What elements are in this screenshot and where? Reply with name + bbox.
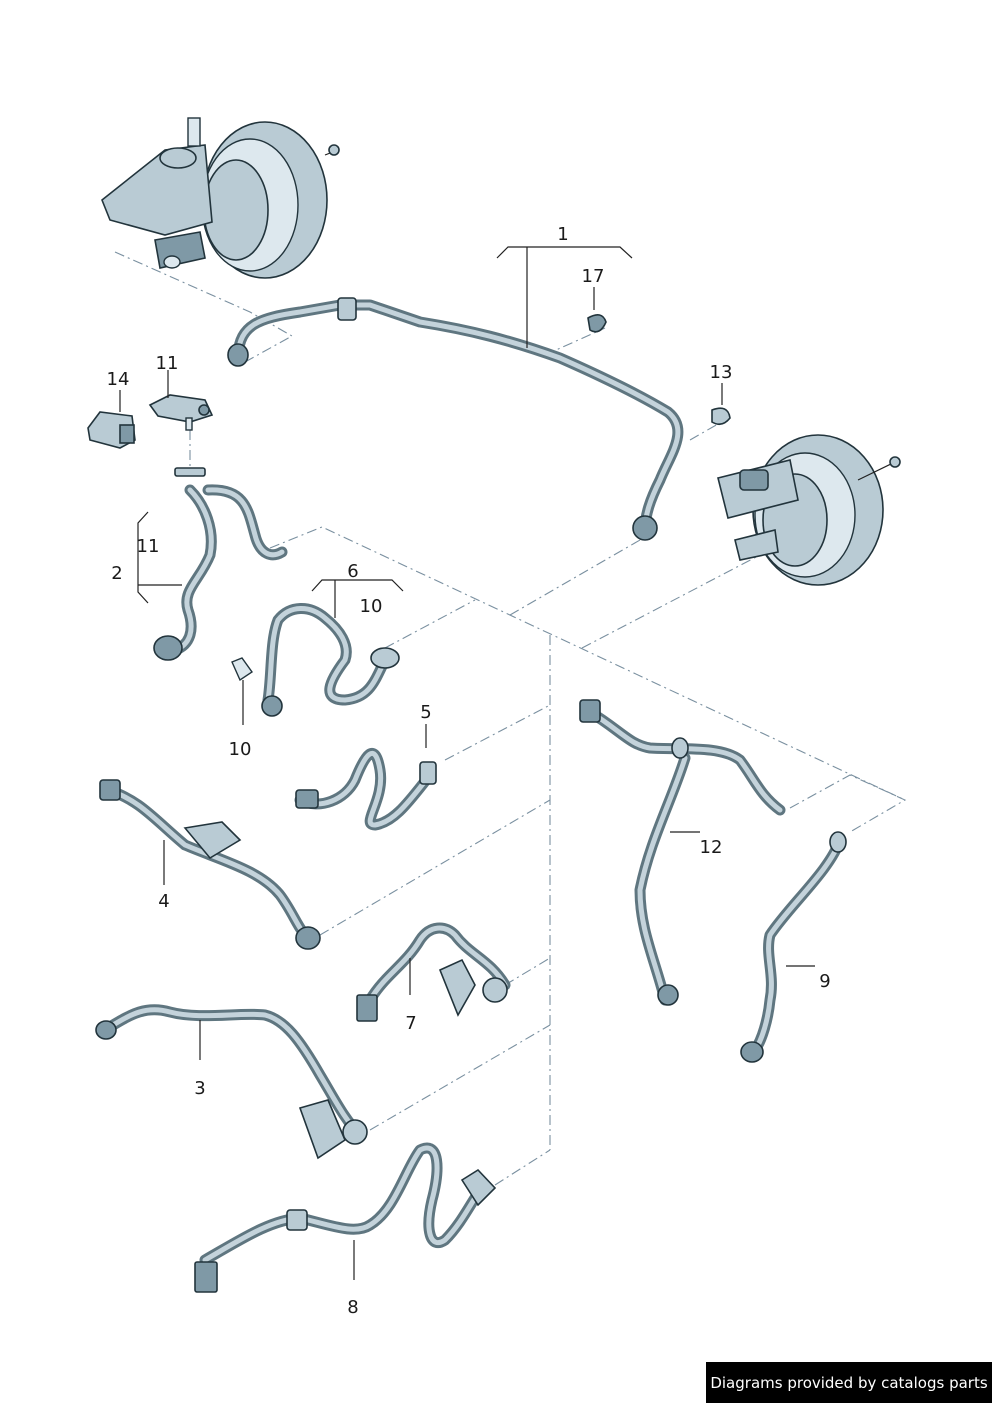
callout-9: 9 <box>819 971 831 992</box>
hose-6 <box>231 603 400 717</box>
callout-12: 12 <box>699 837 723 858</box>
reference-lines <box>114 251 907 1186</box>
brake-booster-right <box>717 434 901 586</box>
callout-6: 6 <box>347 561 359 582</box>
hose-7 <box>356 922 511 1022</box>
hose-4 <box>99 779 321 950</box>
hose-12 <box>579 699 786 1006</box>
connector-14 <box>87 411 136 449</box>
hose-1 <box>227 297 684 541</box>
sensor-11 <box>148 394 214 431</box>
clip-13 <box>711 407 731 426</box>
brake-booster-left <box>101 117 340 279</box>
callout-8: 8 <box>347 1297 359 1318</box>
callout-11-sensor: 11 <box>155 353 179 374</box>
leader-lines <box>119 246 815 1280</box>
hose-8 <box>194 1142 497 1293</box>
hose-9 <box>740 831 847 1063</box>
hose-5 <box>294 748 437 831</box>
callout-11-hose: 11 <box>136 536 160 557</box>
callout-7: 7 <box>405 1013 417 1034</box>
callout-5: 5 <box>420 702 432 723</box>
clip-17 <box>587 314 607 333</box>
callout-10-fitting: 10 <box>228 739 252 760</box>
callout-17: 17 <box>581 266 605 287</box>
callout-3: 3 <box>194 1078 206 1099</box>
hose-3 <box>95 1004 368 1160</box>
callout-4: 4 <box>158 891 170 912</box>
callout-13: 13 <box>709 362 733 383</box>
callout-1: 1 <box>557 224 569 245</box>
callout-10-hose: 10 <box>359 596 383 617</box>
credit-footer: Diagrams provided by catalogs parts <box>706 1362 992 1403</box>
hose-2 <box>153 467 288 661</box>
callout-14: 14 <box>106 369 130 390</box>
callout-2: 2 <box>111 563 123 584</box>
